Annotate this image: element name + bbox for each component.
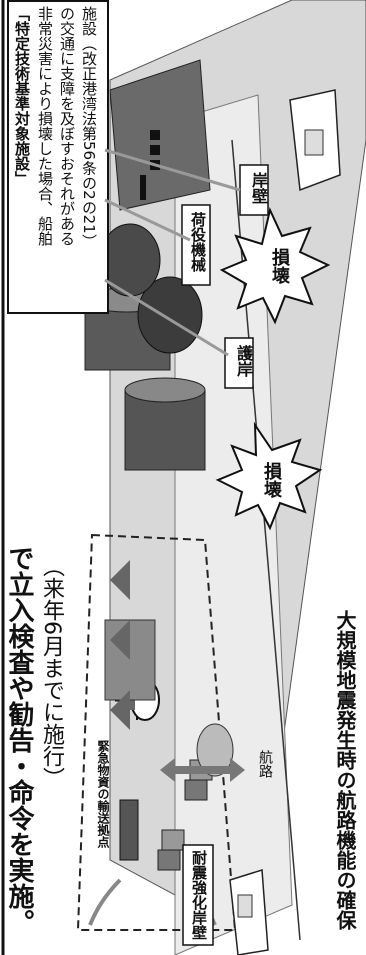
- damage-burst-2: [219, 206, 331, 325]
- emergency-base-region: [76, 533, 237, 931]
- channel-label: 航路: [257, 750, 273, 778]
- quay-label-box: [239, 164, 269, 216]
- callout-pointer-2: [104, 198, 191, 242]
- curve-arrow-1: [88, 878, 122, 926]
- damage-burst-1: [215, 421, 323, 531]
- callout-box: [7, 0, 109, 314]
- tents: [110, 560, 130, 730]
- revetment-label: 護岸: [234, 345, 253, 377]
- storage-tanks: [84, 223, 206, 471]
- ship-top: [289, 89, 341, 192]
- callout-pointer-3: [104, 278, 229, 357]
- header-line2: （来年6月までに施行）: [39, 555, 64, 789]
- callout-line1: 「特定技術基準対象施設」: [13, 6, 31, 186]
- truck: [119, 799, 139, 861]
- diagram-caption: 大規模地震発生時の航路機能の確保: [333, 610, 357, 930]
- header-line1: で立入検査や勧告・命令を実施。: [4, 545, 34, 935]
- goods-pile: [196, 723, 234, 777]
- cargo-machine-label-box: [181, 204, 211, 286]
- callout-line2: 非常災害により損壊した場合、船舶: [36, 6, 54, 246]
- quay-label: 岸壁: [249, 172, 268, 204]
- seismic-quay-label: 耐震強化岸壁: [190, 850, 208, 940]
- ship-bottom: [229, 869, 269, 955]
- callout-pointer-1: [104, 148, 241, 192]
- callout-line4: 施設（改正港湾法第56条の2の21）: [80, 6, 98, 249]
- damage-label-2: 損壊: [269, 248, 290, 284]
- cargo-crates: [157, 759, 213, 871]
- emergency-base-label: 緊急物資の輸送拠点: [96, 740, 110, 848]
- cargo-machine-label: 荷役機械: [189, 212, 207, 272]
- transfer-arrow: [160, 758, 245, 782]
- callout-line3: の交通に支障を及ぼすおそれがある: [58, 6, 76, 246]
- seismic-quay-label-box: [182, 844, 214, 946]
- damage-label-1: 損壊: [261, 462, 282, 498]
- revetment-label-box: [224, 337, 254, 389]
